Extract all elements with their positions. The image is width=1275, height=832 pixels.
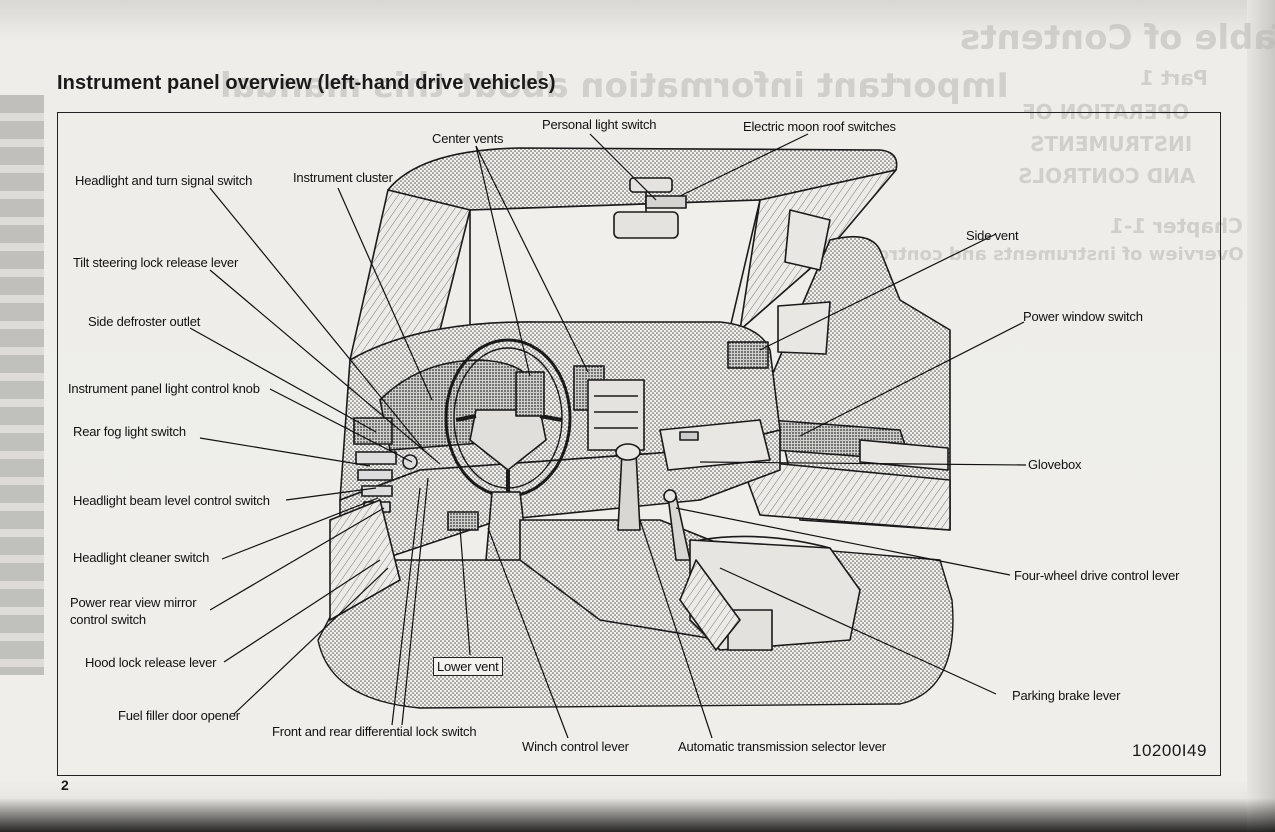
label-center-vents: Center vents bbox=[432, 131, 504, 146]
edge-tabs-shadow bbox=[0, 95, 44, 675]
label-front-rear-differential-lock-switch: Front and rear differential lock switch bbox=[272, 724, 477, 739]
label-automatic-transmission-selector-lever: Automatic transmission selector lever bbox=[678, 739, 886, 754]
figure-frame bbox=[57, 112, 1221, 776]
label-parking-brake-lever: Parking brake lever bbox=[1012, 688, 1121, 703]
label-hood-lock-release-lever: Hood lock release lever bbox=[85, 655, 217, 670]
label-rear-fog-light-switch: Rear fog light switch bbox=[73, 424, 186, 439]
label-side-defroster-outlet: Side defroster outlet bbox=[88, 314, 201, 329]
label-side-vent: Side vent bbox=[966, 228, 1019, 243]
scan-shadow bbox=[0, 798, 1275, 832]
label-fuel-filler-door-opener: Fuel filler door opener bbox=[118, 708, 240, 723]
label-instrument-cluster: Instrument cluster bbox=[293, 170, 393, 185]
figure-code: 10200I49 bbox=[1132, 741, 1207, 760]
label-headlight-cleaner-switch: Headlight cleaner switch bbox=[73, 550, 210, 565]
label-headlight-beam-level-control-switch: Headlight beam level control switch bbox=[73, 493, 270, 508]
label-power-window-switch: Power window switch bbox=[1023, 309, 1143, 324]
label-tilt-steering-lock-release-lever: Tilt steering lock release lever bbox=[73, 255, 239, 270]
label-power-rear-view-mirror-line2: control switch bbox=[70, 612, 146, 627]
label-power-rear-view-mirror-control-switch: Power rear view mirror control switch bbox=[70, 594, 197, 628]
page-number: 2 bbox=[61, 777, 69, 793]
label-instrument-panel-light-control-knob: Instrument panel light control knob bbox=[68, 381, 260, 396]
label-headlight-turn-signal-switch: Headlight and turn signal switch bbox=[75, 173, 253, 188]
label-glovebox: Glovebox bbox=[1028, 457, 1082, 472]
label-power-rear-view-mirror-line1: Power rear view mirror bbox=[70, 595, 197, 610]
label-electric-moon-roof-switches: Electric moon roof switches bbox=[743, 119, 896, 134]
page-title: Instrument panel overview (left-hand dri… bbox=[57, 72, 556, 94]
label-winch-control-lever: Winch control lever bbox=[522, 739, 629, 754]
label-personal-light-switch: Personal light switch bbox=[542, 117, 657, 132]
label-lower-vent: Lower vent bbox=[433, 657, 503, 676]
label-four-wheel-drive-control-lever: Four-wheel drive control lever bbox=[1014, 568, 1180, 583]
page-edge bbox=[1247, 0, 1275, 832]
